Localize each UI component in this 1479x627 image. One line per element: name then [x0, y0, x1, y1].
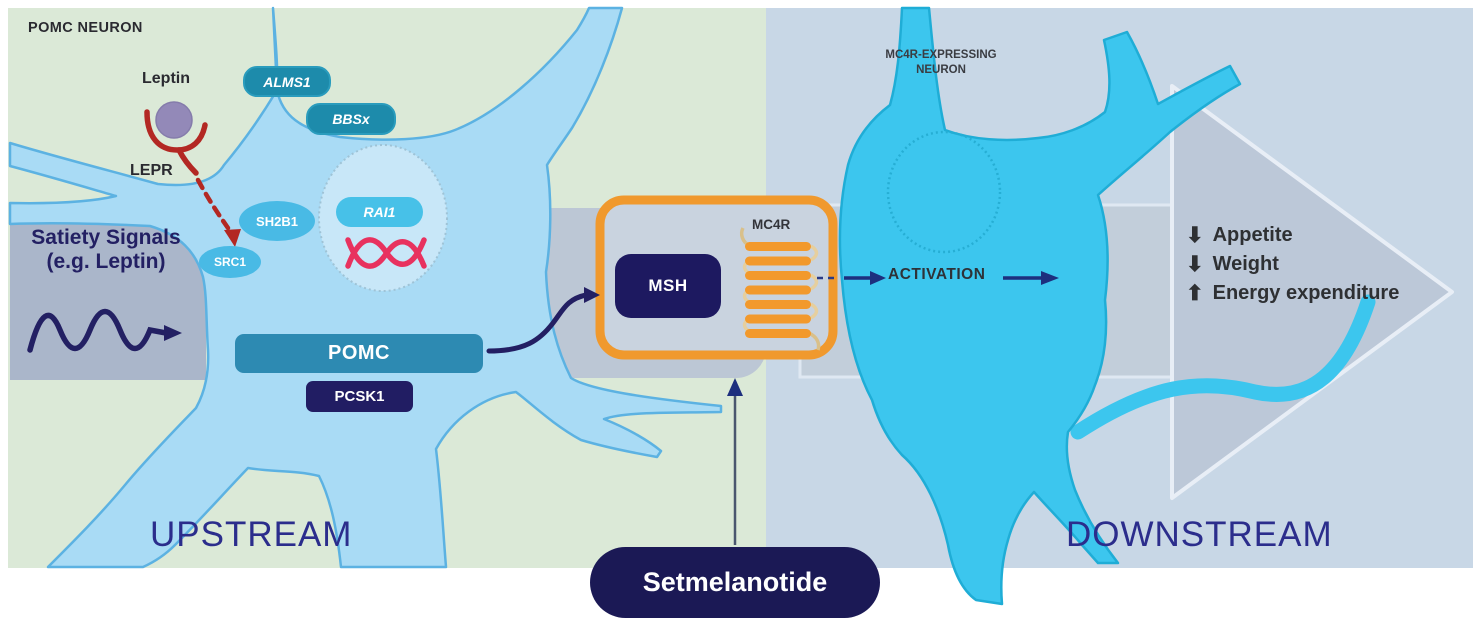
- pomc-neuron-title: POMC NEURON: [28, 20, 143, 36]
- upstream-zone-label: UPSTREAM: [150, 515, 353, 554]
- rai1-pill: RAI1: [336, 197, 423, 227]
- activation-arrowhead-left: [870, 271, 886, 285]
- pomc-to-msh-arrow: [486, 292, 589, 354]
- mc4r-label: MC4R: [752, 217, 791, 232]
- down-arrow-icon: ⬇: [1186, 223, 1204, 247]
- setmelanotide-arrowhead: [727, 378, 743, 396]
- effects-list: ⬇ Appetite ⬇ Weight ⬆ Energy expenditure: [1186, 224, 1399, 311]
- connector-arrows: [486, 271, 1059, 545]
- lepr-receptor-stem: [176, 147, 199, 176]
- leptin-lepr-signal: [144, 101, 241, 247]
- mc4r-receptor-icon: [739, 227, 821, 351]
- leptin-label: Leptin: [142, 70, 190, 87]
- mc4r-neuron-title-line2: NEURON: [916, 63, 966, 76]
- mc4r-neuron-title: MC4R-EXPRESSING NEURON: [856, 48, 1026, 78]
- pomc-to-msh-arrowhead: [584, 287, 600, 303]
- effect-weight: ⬇ Weight: [1186, 253, 1399, 275]
- satiety-signals-box: [10, 215, 206, 380]
- activation-arrowhead-right: [1041, 271, 1059, 285]
- mc4r-neuron-long-dendrite: [1070, 294, 1376, 440]
- msh-box: MSH: [615, 254, 721, 318]
- effect-label: Weight: [1212, 253, 1279, 275]
- effect-appetite: ⬇ Appetite: [1186, 224, 1399, 246]
- dna-icon: [345, 237, 427, 269]
- mc4r-neuron-title-line1: MC4R-EXPRESSING: [885, 49, 997, 61]
- pomc-bar: POMC: [235, 334, 483, 373]
- pcsk1-bar: PCSK1: [306, 381, 413, 412]
- mc4r-nucleus: [886, 130, 1002, 254]
- satiety-line1: Satiety Signals: [31, 226, 181, 249]
- sh2b1-pill: SH2B1: [239, 201, 315, 241]
- effect-label: Appetite: [1212, 224, 1293, 246]
- downstream-zone-label: DOWNSTREAM: [1066, 515, 1333, 554]
- activation-label: ACTIVATION: [888, 266, 986, 283]
- up-arrow-icon: ⬆: [1186, 281, 1204, 305]
- mc4r-neuron-shape: [838, 6, 1376, 606]
- alms1-pill: ALMS1: [243, 66, 331, 97]
- setmelanotide-box: Setmelanotide: [590, 547, 880, 618]
- lepr-signal-dashed-arrow: [195, 177, 231, 231]
- bbsx-pill: BBSx: [306, 103, 396, 135]
- satiety-wave-icon: [27, 308, 182, 353]
- effect-energy: ⬆ Energy expenditure: [1186, 282, 1399, 304]
- lepr-label: LEPR: [130, 162, 173, 179]
- lepr-signal-arrowhead: [224, 229, 241, 247]
- satiety-line2: (e.g. Leptin): [46, 250, 166, 274]
- down-arrow-icon: ⬇: [1186, 252, 1204, 276]
- satiety-signals-label: Satiety Signals (e.g. Leptin): [14, 226, 198, 274]
- leptin-ball-icon: [155, 101, 193, 139]
- src1-pill: SRC1: [199, 246, 261, 278]
- effect-label: Energy expenditure: [1212, 282, 1400, 304]
